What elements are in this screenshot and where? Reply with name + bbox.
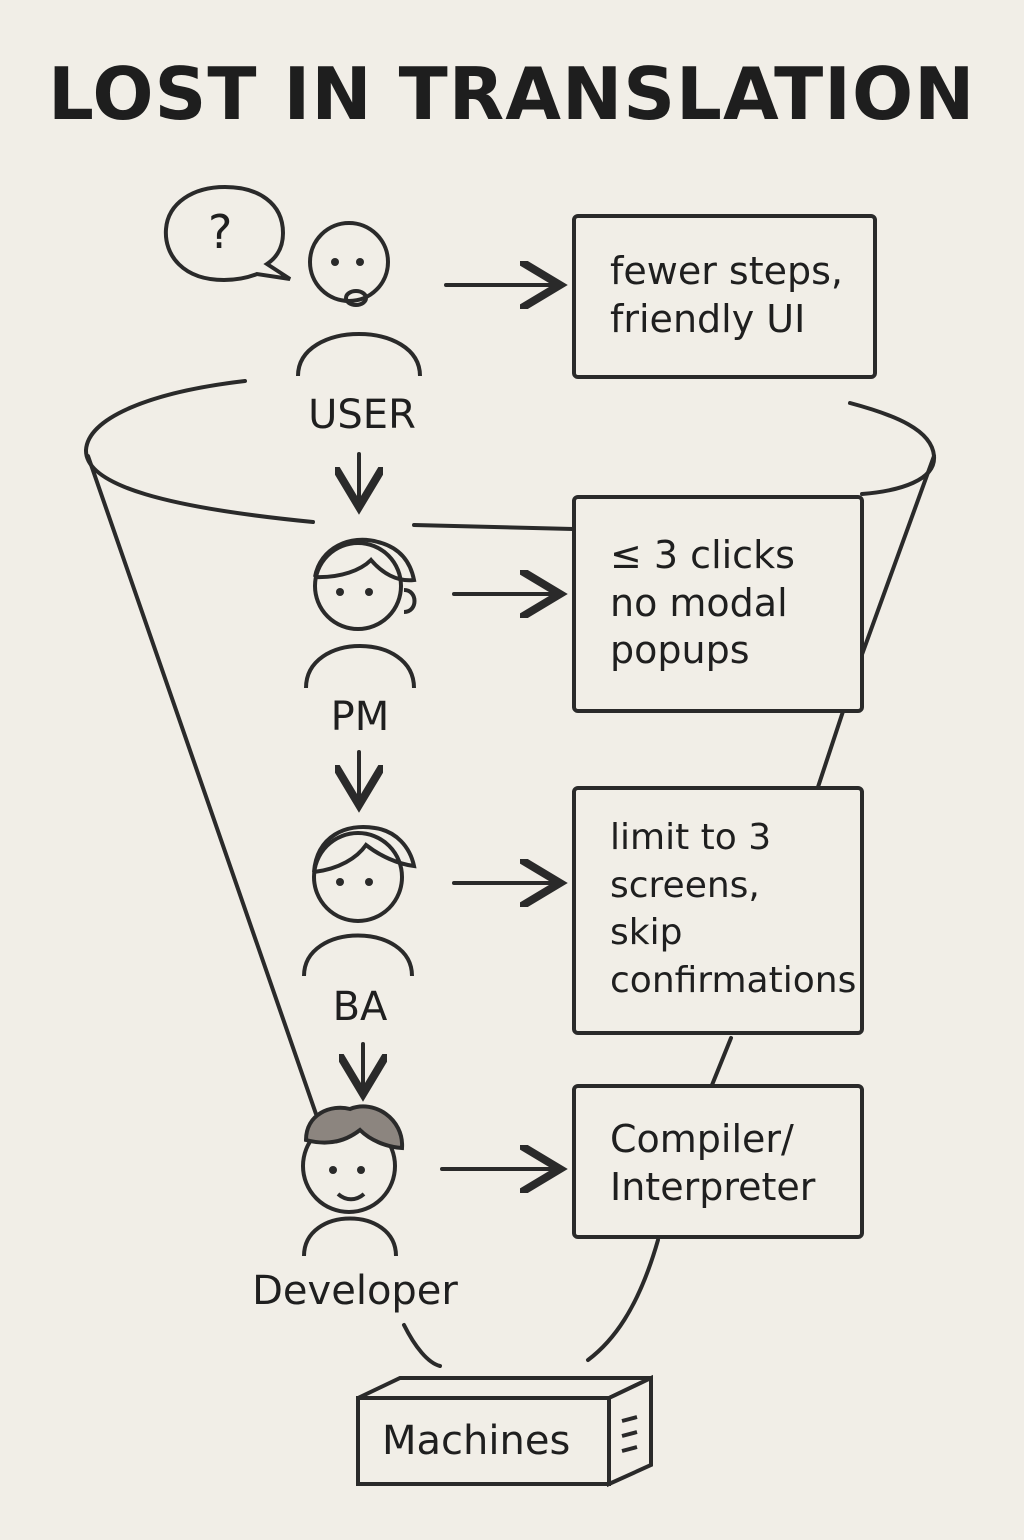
- developer-message-box: [572, 1084, 864, 1239]
- pm-eye-left: [336, 588, 344, 596]
- pm-hair: [313, 537, 417, 583]
- developer-message-line-1: Compiler/: [610, 1117, 794, 1161]
- pm-eye-right: [365, 588, 373, 596]
- developer-label: Developer: [252, 1268, 458, 1314]
- user-eye-right: [356, 258, 364, 266]
- machines-box: [356, 1374, 653, 1488]
- machines-front-face: [356, 1396, 611, 1486]
- pm-message-text: ≤ 3 clicks no modal popups: [610, 532, 795, 675]
- ba-message-line-3: skip: [610, 912, 683, 954]
- developer-message-text: Compiler/ Interpreter: [610, 1116, 815, 1211]
- developer-smile: [336, 1192, 366, 1202]
- ba-message-line-4: confirmations: [610, 959, 857, 1001]
- ba-eye-right: [365, 878, 373, 886]
- developer-figure: [301, 1104, 405, 1257]
- user-message-line-1: fewer steps,: [610, 249, 843, 293]
- user-head: [308, 221, 390, 303]
- equals-icon-line-1: [621, 1415, 638, 1423]
- user-body: [296, 332, 422, 377]
- machines-side-face: [607, 1374, 653, 1488]
- user-figure: [296, 221, 422, 377]
- developer-message-line-2: Interpreter: [610, 1164, 816, 1209]
- machines-top-face: [357, 1376, 652, 1400]
- user-message-line-2: friendly UI: [610, 296, 806, 341]
- ba-label: BA: [332, 984, 388, 1030]
- question-mark-icon: ?: [208, 205, 233, 259]
- developer-eye-left: [329, 1166, 337, 1174]
- right-arrows: [440, 285, 560, 1169]
- equals-icon-line-2: [621, 1430, 638, 1438]
- pm-body: [304, 644, 416, 689]
- pm-ear: [403, 588, 417, 614]
- page-title: LOST IN TRANSLATION: [48, 52, 976, 136]
- ba-figure: [302, 825, 417, 977]
- pm-message-line-2: no modal: [610, 580, 788, 625]
- user-label: USER: [308, 392, 416, 438]
- ba-message-line-2: screens,: [610, 864, 760, 906]
- speech-bubble: [163, 184, 292, 283]
- ba-message-line-1: limit to 3: [610, 817, 772, 858]
- ba-hair: [312, 825, 417, 874]
- machines-label: Machines: [382, 1418, 571, 1464]
- ba-body: [302, 933, 414, 977]
- user-message-box: [572, 214, 877, 379]
- pm-head: [313, 541, 403, 631]
- pm-message-box: [572, 495, 864, 713]
- ba-eye-left: [336, 878, 344, 886]
- pm-figure: [304, 537, 417, 689]
- message-boxes: [572, 214, 877, 1239]
- developer-body: [302, 1216, 398, 1257]
- equals-icon-line-3: [621, 1445, 638, 1453]
- pm-message-line-1: ≤ 3 clicks: [610, 533, 795, 577]
- user-eye-left: [331, 258, 339, 266]
- user-mouth: [344, 289, 368, 307]
- ba-message-text: limit to 3 screens, skip confirmations: [610, 814, 856, 1004]
- developer-eye-right: [357, 1166, 365, 1174]
- ba-message-box: [572, 786, 864, 1035]
- user-message-text: fewer steps, friendly UI: [610, 248, 843, 343]
- ba-head: [312, 831, 404, 923]
- pm-message-line-3: popups: [610, 628, 750, 672]
- down-arrows: [359, 452, 363, 1094]
- developer-hair: [303, 1104, 405, 1151]
- pm-label: PM: [330, 694, 390, 740]
